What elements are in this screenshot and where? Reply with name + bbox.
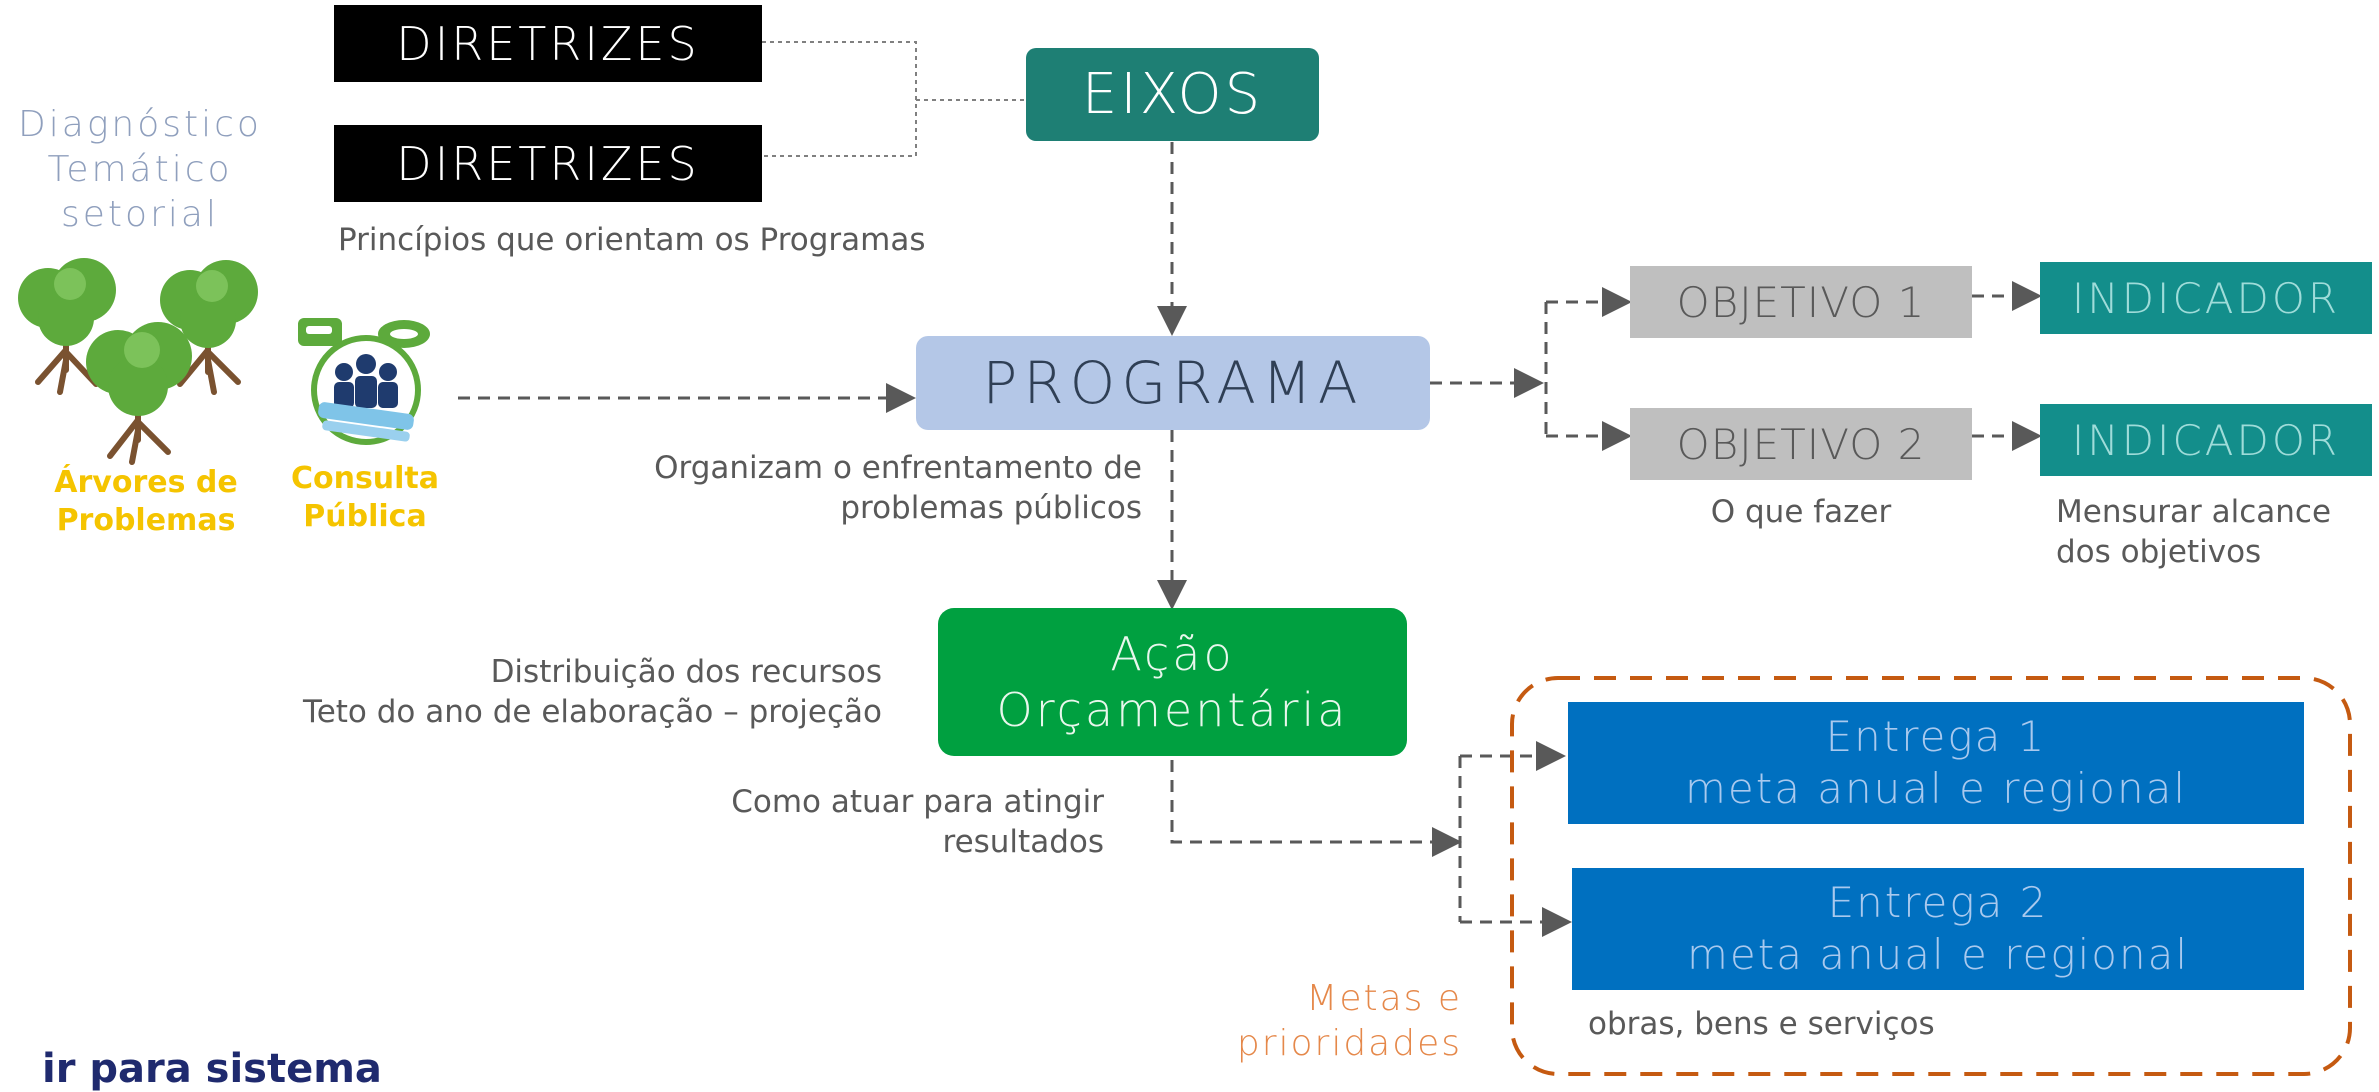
objetivo-2-box: OBJETIVO 2	[1630, 408, 1972, 480]
diretrizes-box-2: DIRETRIZES	[334, 125, 762, 202]
programa-caption: Organizam o enfrentamento de problemas p…	[640, 448, 1142, 528]
arvores-line-2: Problemas	[56, 503, 236, 538]
eixos-label: EIXOS	[1081, 62, 1264, 127]
metas-line-1: Metas e	[1306, 978, 1462, 1019]
people-chat-icon	[298, 318, 430, 445]
acao-caption-left-line-2: Teto do ano de elaboração – projeção	[303, 694, 882, 730]
objetivo-1-label: OBJETIVO 1	[1676, 277, 1926, 327]
acao-caption-left-line-1: Distribuição dos recursos	[490, 654, 882, 690]
indicador-caption-line-2: dos objetivos	[2056, 534, 2262, 570]
indicador-1-box: INDICADOR	[2040, 262, 2372, 334]
diretrizes-caption: Princípios que orientam os Programas	[338, 222, 926, 258]
acao-caption-bottom-line-1: Como atuar para atingir	[731, 784, 1104, 820]
metas-label: Metas e prioridades	[1180, 976, 1462, 1066]
entrega-1-subtitle: meta anual e regional	[1684, 764, 2187, 813]
objetivo-2-label: OBJETIVO 2	[1676, 419, 1926, 469]
diretrizes-connector	[762, 41, 1026, 157]
diagnostico-label: Diagnóstico Temático setorial	[12, 102, 268, 237]
acao-caption-bottom-line-2: resultados	[942, 824, 1105, 860]
metas-line-2: prioridades	[1236, 1023, 1462, 1064]
indicador-2-box: INDICADOR	[2040, 404, 2372, 476]
acao-line-2: Orçamentária	[996, 683, 1349, 737]
consulta-line-2: Pública	[303, 499, 427, 534]
programa-box: PROGRAMA	[916, 336, 1430, 430]
programa-label: PROGRAMA	[982, 349, 1364, 417]
indicador-caption-line-1: Mensurar alcance	[2056, 494, 2332, 530]
diagnostico-line-1: Diagnóstico	[18, 104, 262, 145]
entrega-1-title: Entrega 1	[1825, 712, 2047, 761]
consulta-label: Consulta Pública	[280, 460, 450, 536]
acao-line-1: Ação	[1110, 627, 1235, 681]
arvores-label: Árvores de Problemas	[48, 464, 244, 540]
diretrizes-label-1: DIRETRIZES	[396, 16, 700, 71]
tree-icon	[18, 258, 258, 465]
diagnostico-line-2: Temático	[47, 149, 233, 190]
programa-caption-line-2: problemas públicos	[840, 490, 1142, 526]
acao-entregas-arrow	[1170, 760, 1462, 857]
entrega-1-box: Entrega 1 meta anual e regional	[1568, 702, 2304, 824]
acao-caption-bottom: Como atuar para atingir resultados	[700, 782, 1104, 862]
objetivo-caption: O que fazer	[1710, 494, 1892, 530]
acao-caption-left: Distribuição dos recursos Teto do ano de…	[300, 652, 882, 732]
diretrizes-box-1: DIRETRIZES	[334, 5, 762, 82]
arvores-line-1: Árvores de	[54, 465, 238, 500]
programa-caption-line-1: Organizam o enfrentamento de	[654, 450, 1142, 486]
entrega-2-subtitle: meta anual e regional	[1686, 930, 2189, 979]
indicador-2-label: INDICADOR	[2071, 415, 2341, 465]
indicador-caption: Mensurar alcance dos objetivos	[2056, 492, 2331, 572]
indicador-1-label: INDICADOR	[2071, 273, 2341, 323]
diagnostico-line-3: setorial	[61, 194, 219, 235]
acao-box: Ação Orçamentária	[938, 608, 1407, 756]
consulta-line-1: Consulta	[290, 461, 440, 496]
entregas-caption: obras, bens e serviços	[1588, 1006, 1935, 1042]
eixos-box: EIXOS	[1026, 48, 1319, 141]
entrega-2-title: Entrega 2	[1827, 878, 2049, 927]
entrega-2-box: Entrega 2 meta anual e regional	[1572, 868, 2304, 990]
diretrizes-label-2: DIRETRIZES	[396, 136, 700, 191]
ir-para-sistema-link[interactable]: ir para sistema	[42, 1046, 382, 1092]
objetivo-1-box: OBJETIVO 1	[1630, 266, 1972, 338]
metas-frame	[1510, 676, 2352, 1076]
